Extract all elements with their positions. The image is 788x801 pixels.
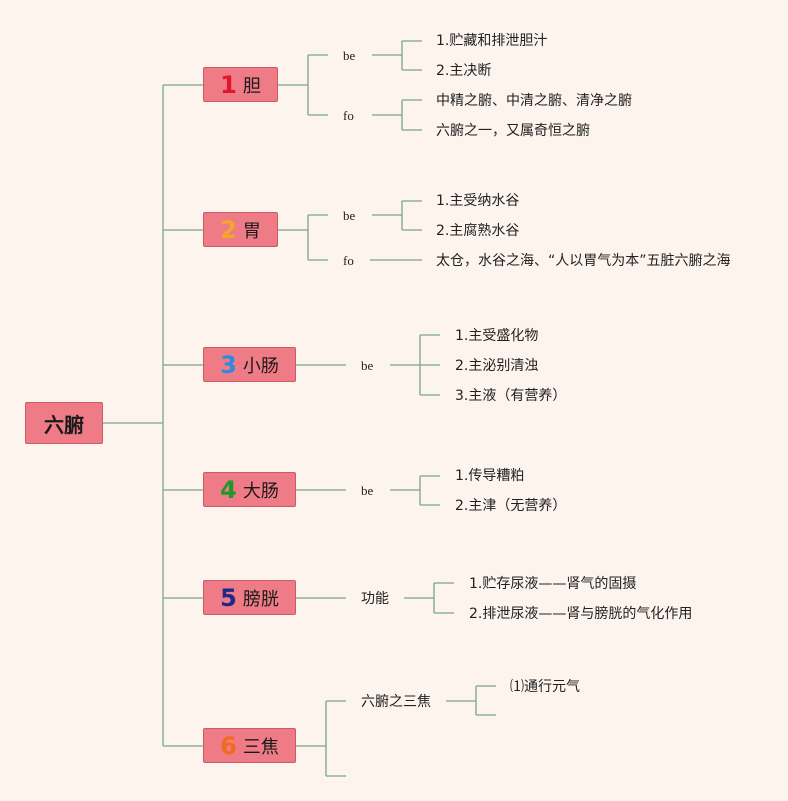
leaf-item: 六腑之一，又属奇恒之腑 — [436, 123, 590, 139]
group-label: be — [361, 358, 374, 373]
leaf-item: 1.主受盛化物 — [455, 328, 539, 344]
root-label: 六腑 — [44, 412, 84, 437]
branch-label-1: 胆 — [242, 75, 261, 97]
branch-label-3: 小肠 — [242, 355, 279, 377]
leaf-item: 2.主腐熟水谷 — [436, 223, 520, 239]
leaf-item: 2.主决断 — [436, 63, 492, 79]
group-label: fo — [343, 108, 354, 123]
leaf-item: 中精之腑、中清之腑、清净之腑 — [436, 93, 632, 109]
leaf-item: 2.主泌别清浊 — [455, 358, 539, 374]
branch-number-4: 4 — [220, 475, 237, 504]
leaf-item: 2.主津（无营养） — [455, 498, 567, 514]
branch-node-3[interactable]: 3 小肠 — [203, 347, 296, 382]
leaf-item: 1.传导糟粕 — [455, 468, 525, 484]
root-node[interactable]: 六腑 — [25, 402, 103, 444]
leaf-item: 1.主受纳水谷 — [436, 193, 520, 209]
branch-label-2: 胃 — [242, 220, 261, 242]
group-label: be — [343, 48, 356, 63]
branch-node-1[interactable]: 1 胆 — [203, 67, 278, 102]
leaf-item: 1.贮存尿液——肾气的固摄 — [469, 576, 637, 592]
branch-label-4: 大肠 — [242, 480, 279, 502]
group-label: be — [343, 208, 356, 223]
branch-label-6: 三焦 — [242, 736, 279, 758]
leaf-item: 2.排泄尿液——肾与膀胱的气化作用 — [469, 606, 693, 622]
branch-number-3: 3 — [220, 350, 237, 379]
branch-node-4[interactable]: 4 大肠 — [203, 472, 296, 507]
group-label: 功能 — [361, 591, 389, 607]
branch-label-5: 膀胱 — [242, 588, 279, 610]
branch-number-6: 6 — [220, 731, 237, 760]
branch-node-5[interactable]: 5 膀胱 — [203, 580, 296, 615]
leaf-item: 3.主液（有营养） — [455, 388, 567, 404]
leaf-item: ⑴通行元气 — [510, 679, 580, 695]
branch-number-2: 2 — [220, 215, 237, 244]
leaf-item: 1.贮藏和排泄胆汁 — [436, 33, 548, 49]
group-label: 六腑之三焦 — [361, 694, 431, 710]
group-label: be — [361, 483, 374, 498]
branch-number-5: 5 — [220, 583, 237, 612]
leaf-item: 太仓，水谷之海、“人以胃气为本”五脏六腑之海 — [436, 253, 731, 269]
branch-node-6[interactable]: 6 三焦 — [203, 728, 296, 763]
branch-number-1: 1 — [220, 70, 237, 99]
group-label: fo — [343, 253, 354, 268]
branch-node-2[interactable]: 2 胃 — [203, 212, 278, 247]
